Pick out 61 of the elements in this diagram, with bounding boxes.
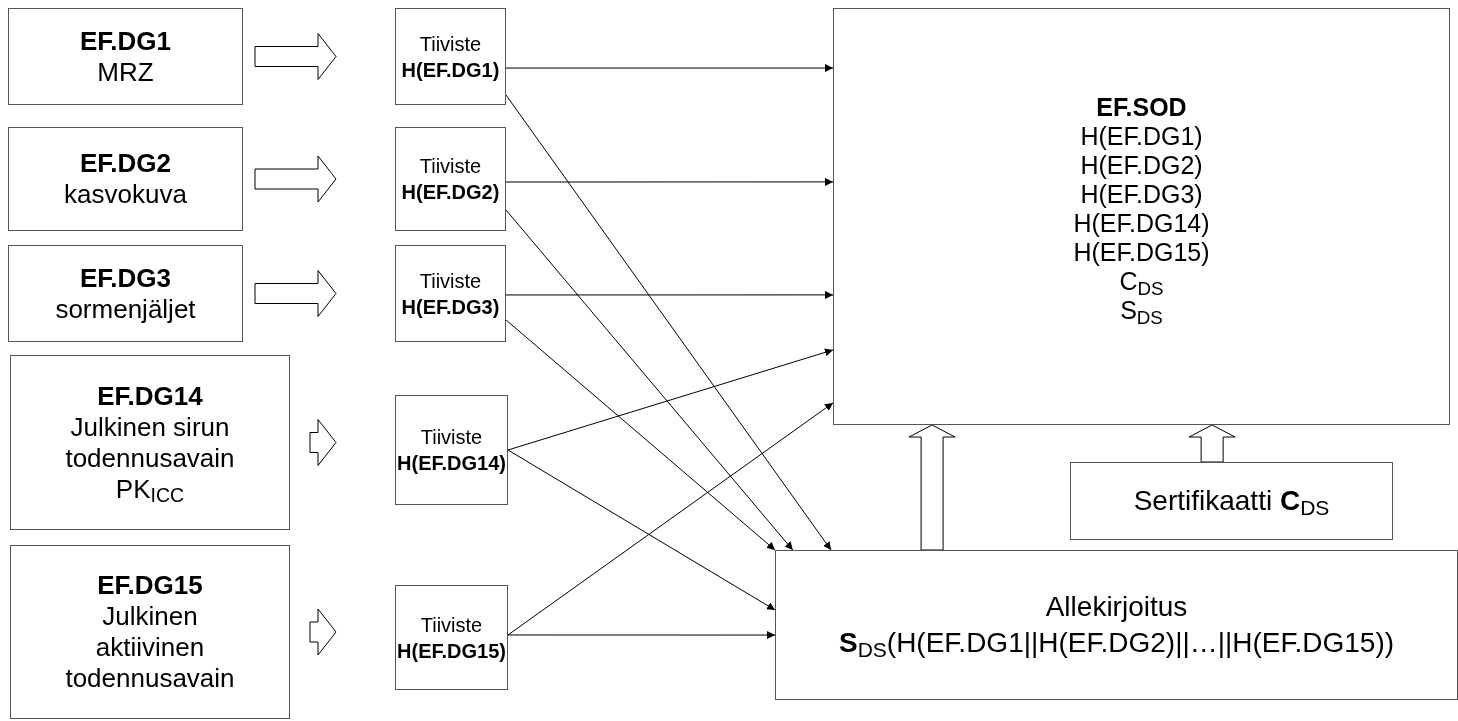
arrow [505,64,834,73]
node-text: EF.DG3 [79,262,172,294]
node-text: EF.SOD [1096,93,1187,122]
node-text: Sertifikaatti C$_{DS}$ [1133,485,1330,517]
process-box [10,355,290,530]
process-box [395,127,506,231]
process-box [395,585,508,690]
block-arrow [1188,424,1236,463]
process-box [395,245,506,342]
arrow [505,209,794,551]
node-text: H(EF.DG2) [1080,151,1203,180]
node-text: Julkinen aktiivinen todennusavain [64,601,236,694]
process-box [833,8,1450,425]
block-arrow [254,270,337,317]
node-text: Tiiviste [420,425,483,450]
node-text: sormenjäljet [54,293,197,325]
block-arrow [309,608,337,656]
process-box [775,550,1458,700]
block-arrow [254,33,337,80]
node-text: S$_{DS}$ [1120,296,1163,325]
arrow [505,290,834,299]
node-text: Tiiviste [419,31,482,57]
block-arrow [254,155,337,203]
block-arrow [908,424,956,551]
process-box [8,127,243,231]
node-text: EF.DG15 [96,570,204,601]
arrow [505,177,834,186]
node-text: H(EF.DG1) [401,57,500,83]
node-text: EF.DG2 [79,148,172,179]
node-text: H(EF.DG14) [1073,209,1210,238]
node-text: S$_{DS}$(H(EF.DG1||H(EF.DG2)||…||H(EF.DG15)) [838,626,1395,661]
process-box [8,8,243,105]
node-text: Tiiviste [420,612,483,638]
node-text: Julkinen sirun todennusavain PK$_{ICC}$ [64,411,236,505]
process-box [10,545,290,719]
arrow [507,402,834,636]
block-arrow [309,419,337,466]
arrow [507,631,776,640]
process-box [395,395,508,505]
arrow [505,319,776,551]
node-text: H(EF.DG15) [1073,238,1210,267]
node-text: H(EF.DG3) [1080,180,1203,209]
node-text: H(EF.DG3) [401,294,500,320]
node-text: EF.DG1 [79,25,172,57]
arrow [507,449,776,611]
process-box [8,245,243,342]
node-text: H(EF.DG2) [401,180,500,205]
node-text: Allekirjoitus [1045,590,1188,624]
node-text: MRZ [96,56,155,88]
node-text: C$_{DS}$ [1119,267,1164,296]
node-text: Tiiviste [419,268,482,294]
process-box [1070,462,1393,540]
process-box [395,8,506,105]
arrow [507,348,834,451]
node-text: EF.DG14 [96,380,204,412]
node-text: H(EF.DG1) [1080,122,1203,151]
node-text: H(EF.DG15) [397,638,506,664]
arrow [505,94,832,551]
node-text: kasvokuva [63,179,188,210]
node-text: Tiiviste [419,154,482,179]
node-text: H(EF.DG14) [397,451,506,476]
